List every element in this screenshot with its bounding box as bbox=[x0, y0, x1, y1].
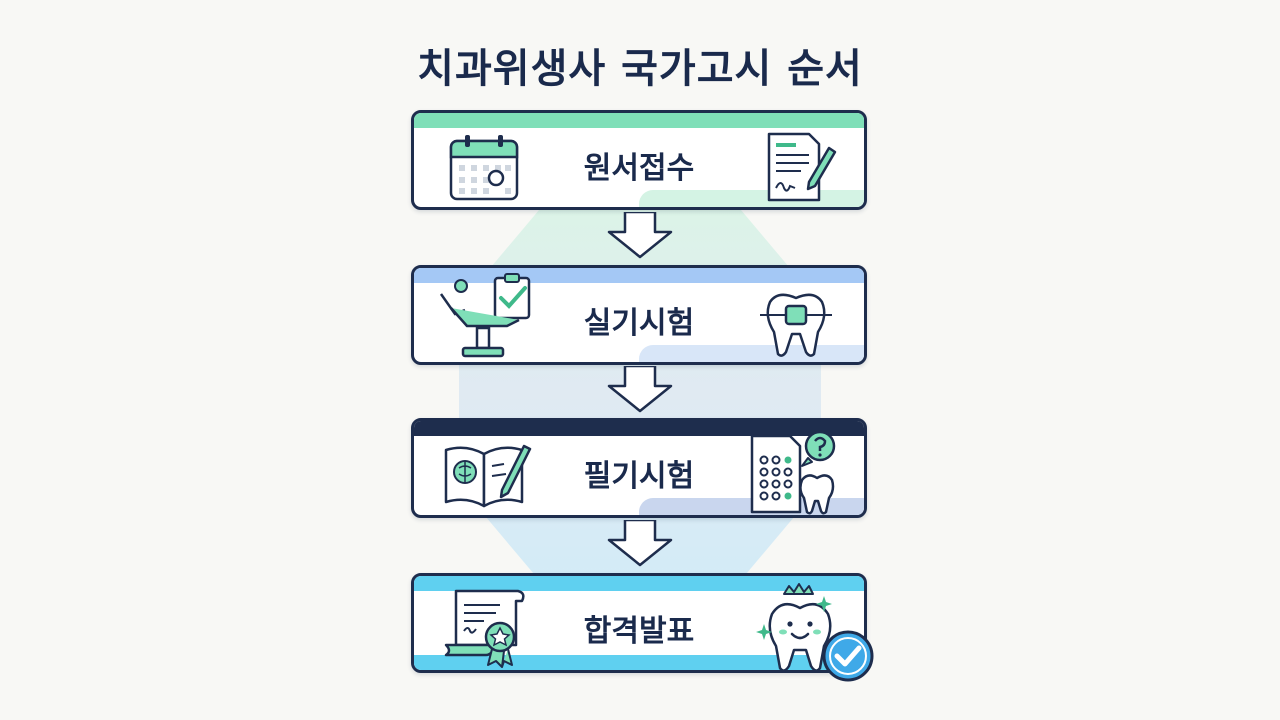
card-accent-strip bbox=[414, 421, 864, 436]
book-brain-pencil-icon bbox=[444, 444, 532, 508]
happy-tooth-check-icon bbox=[756, 583, 874, 682]
down-arrow-icon bbox=[607, 520, 673, 567]
calendar-icon bbox=[449, 135, 519, 201]
dental-chair-checklist-icon bbox=[439, 273, 531, 358]
certificate-badge-icon bbox=[444, 589, 525, 668]
down-arrow-icon bbox=[607, 366, 673, 413]
card-accent-corner bbox=[414, 655, 864, 670]
document-pen-icon bbox=[767, 132, 837, 202]
page-title: 치과위생사 국가고시 순서 bbox=[417, 46, 863, 92]
answer-sheet-tooth-question-icon bbox=[750, 430, 836, 515]
card-accent-strip bbox=[414, 576, 864, 591]
tooth-braces-icon bbox=[760, 293, 832, 357]
step-label: 실기시험 bbox=[583, 306, 695, 341]
down-arrow-icon bbox=[607, 212, 673, 259]
step-label: 원서접수 bbox=[583, 151, 695, 186]
step-label: 필기시험 bbox=[583, 459, 695, 494]
card-accent-strip bbox=[414, 113, 864, 128]
step-label: 합격발표 bbox=[583, 614, 695, 649]
